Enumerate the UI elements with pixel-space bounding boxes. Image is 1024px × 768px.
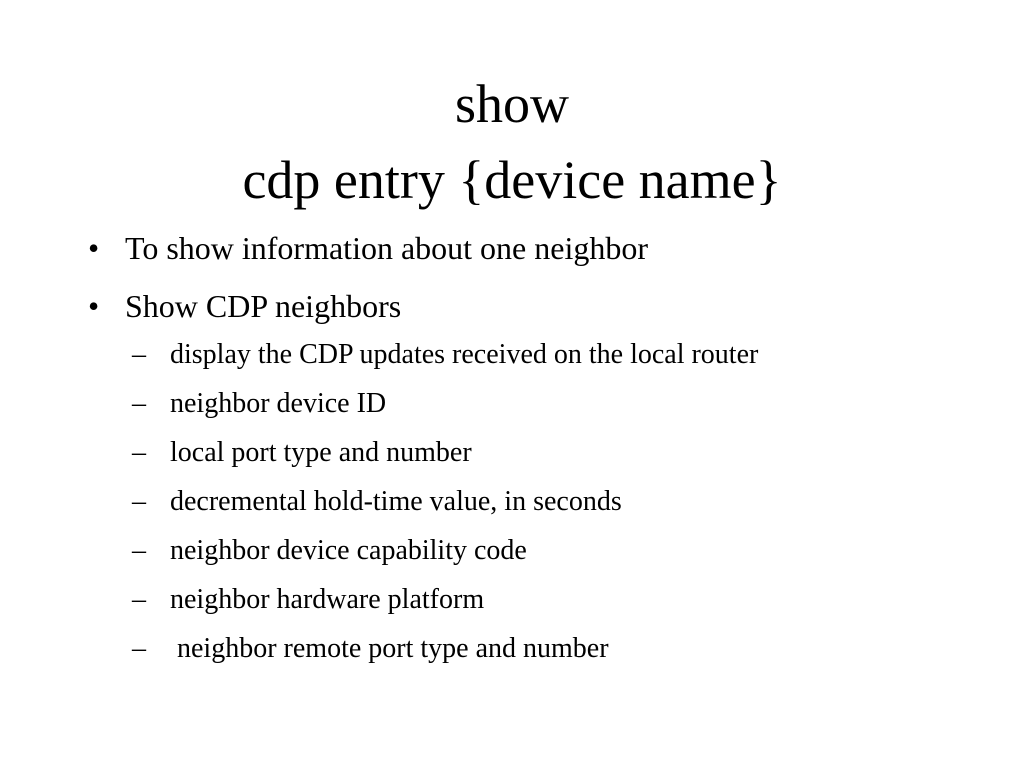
sub-bullet-text: neighbor hardware platform: [170, 584, 485, 615]
dash-icon: –: [132, 535, 146, 566]
bullet-icon: •: [88, 288, 100, 324]
bullet-list: • To show information about one neighbor…: [88, 228, 988, 681]
sub-bullet-item: – neighbor device capability code: [88, 534, 988, 568]
sub-bullet-text: neighbor device ID: [170, 388, 387, 419]
dash-icon: –: [132, 633, 146, 664]
sub-bullet-text: neighbor remote port type and number: [170, 633, 609, 664]
dash-icon: –: [132, 437, 146, 468]
dash-icon: –: [132, 584, 146, 615]
bullet-icon: •: [88, 230, 100, 266]
sub-bullet-text: decremental hold-time value, in seconds: [170, 486, 622, 517]
sub-bullet-item: – decremental hold-time value, in second…: [88, 485, 988, 519]
title-line-2: cdp entry {device name}: [242, 150, 782, 210]
sub-bullet-item: – display the CDP updates received on th…: [88, 338, 988, 372]
dash-icon: –: [132, 339, 146, 370]
dash-icon: –: [132, 486, 146, 517]
sub-bullet-group: – display the CDP updates received on th…: [88, 338, 988, 666]
sub-bullet-list: – display the CDP updates received on th…: [88, 338, 988, 666]
sub-bullet-text: display the CDP updates received on the …: [170, 339, 759, 370]
bullet-item: • To show information about one neighbor: [88, 228, 988, 268]
sub-bullet-item: – neighbor hardware platform: [88, 583, 988, 617]
sub-bullet-text: neighbor device capability code: [170, 535, 527, 566]
bullet-text: Show CDP neighbors: [125, 288, 402, 324]
sub-bullet-item: – neighbor remote port type and number: [88, 632, 988, 666]
title-line-1: show: [454, 74, 569, 134]
dash-icon: –: [132, 388, 146, 419]
sub-bullet-item: – neighbor device ID: [88, 387, 988, 421]
slide-title: show cdp entry {device name}: [0, 66, 1024, 218]
sub-bullet-text: local port type and number: [170, 437, 472, 468]
sub-bullet-item: – local port type and number: [88, 436, 988, 470]
bullet-item: • Show CDP neighbors: [88, 286, 988, 326]
bullet-text: To show information about one neighbor: [125, 230, 648, 266]
